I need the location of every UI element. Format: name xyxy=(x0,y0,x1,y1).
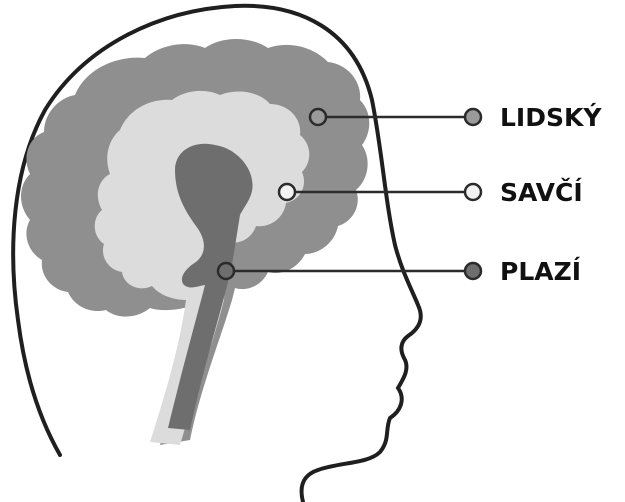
dot-human-label xyxy=(465,109,481,125)
dot-mammal-label xyxy=(465,184,481,200)
dot-human-brain xyxy=(310,109,326,125)
label-reptile: PLAZÍ xyxy=(500,257,581,286)
dot-reptile-brain xyxy=(218,263,234,279)
label-mammal: SAVČÍ xyxy=(500,177,583,207)
dot-reptile-label xyxy=(465,263,481,279)
dot-mammal-brain xyxy=(279,184,295,200)
label-human: LIDSKÝ xyxy=(500,102,602,132)
